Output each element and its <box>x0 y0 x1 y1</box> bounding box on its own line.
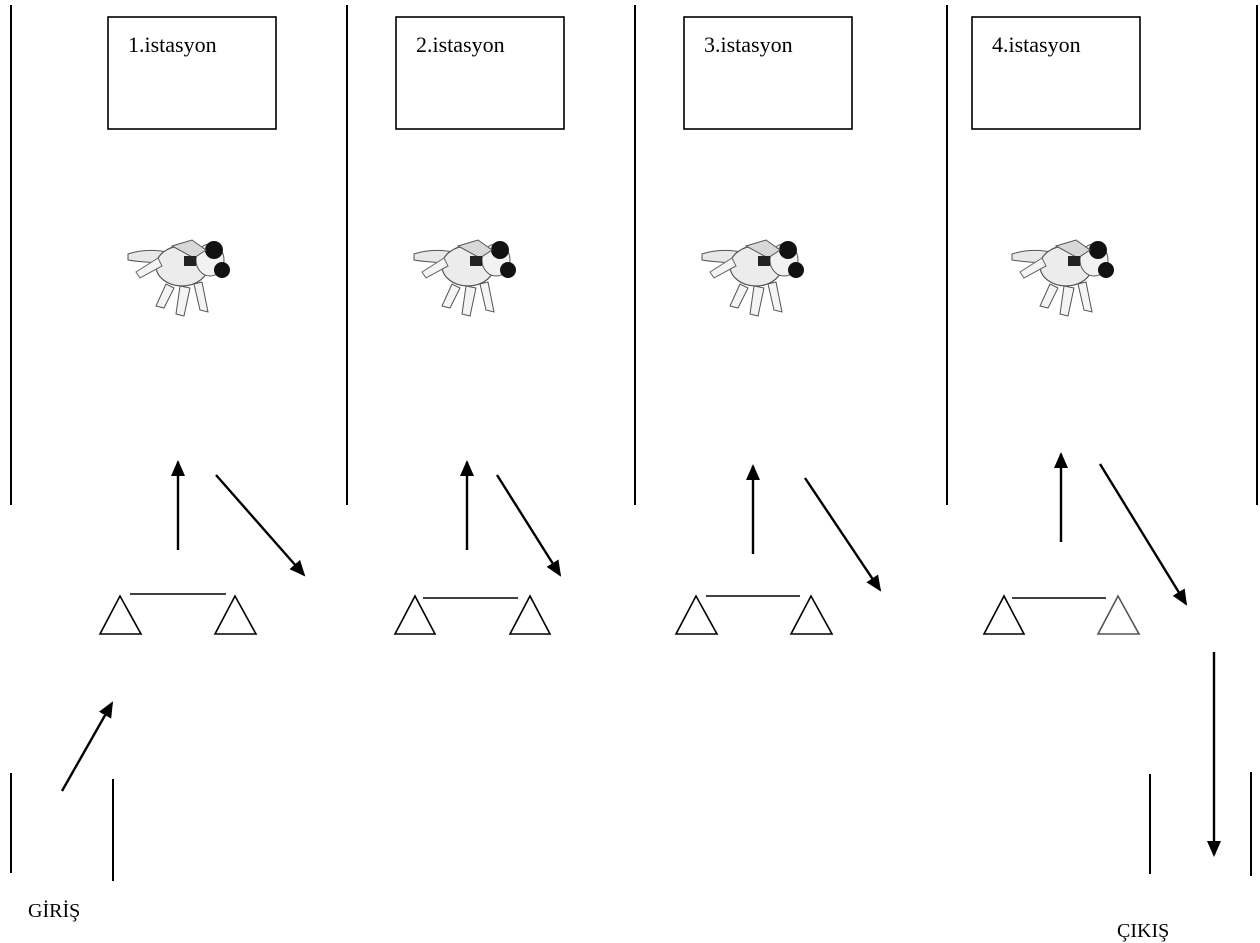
station-2-label: 2.istasyon <box>416 32 505 57</box>
station-2: 2.istasyon <box>393 16 565 635</box>
cone-4b <box>1096 594 1141 635</box>
station-4-box <box>971 16 1141 130</box>
entrance-arrow <box>60 701 114 792</box>
judo-throw-figure-icon <box>701 239 805 317</box>
station-3: 3.istasyon <box>674 16 882 635</box>
lane-dividers <box>10 5 1258 505</box>
cone-2b <box>508 594 552 635</box>
judo-throw-figure-icon <box>413 239 517 317</box>
entrance-label: GİRİŞ <box>28 899 80 922</box>
arrow-diag-4 <box>1098 463 1188 606</box>
cone-1b <box>213 594 258 635</box>
entrance: GİRİŞ <box>10 701 114 922</box>
cone-4a <box>982 594 1026 635</box>
arrow-diag-3 <box>804 477 882 592</box>
judo-throw-figure-icon <box>127 239 231 317</box>
arrow-diag-1 <box>215 474 306 577</box>
exit-label: ÇIKIŞ <box>1117 920 1169 942</box>
cone-1a <box>98 594 143 635</box>
station-1-box <box>107 16 277 130</box>
cone-3b <box>789 594 834 635</box>
arrow-diag-2 <box>495 474 562 577</box>
cone-3a <box>674 594 719 635</box>
station-1: 1.istasyon <box>98 16 306 635</box>
station-3-label: 3.istasyon <box>704 32 793 57</box>
station-4-label: 4.istasyon <box>992 32 1081 57</box>
station-3-box <box>683 16 853 130</box>
cone-2a <box>393 594 437 635</box>
station-2-box <box>395 16 565 130</box>
station-1-label: 1.istasyon <box>128 32 217 57</box>
judo-throw-figure-icon <box>1011 239 1115 317</box>
exit: ÇIKIŞ <box>1117 652 1252 942</box>
station-4: 4.istasyon <box>971 16 1188 635</box>
